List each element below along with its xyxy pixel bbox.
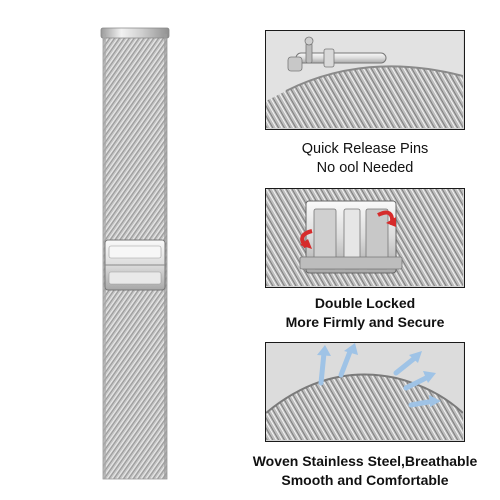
- caption-line: Smooth and Comfortable: [281, 472, 449, 488]
- caption-line: Double Locked: [314, 295, 416, 311]
- clasp-icon: [104, 239, 166, 291]
- caption-line: More Firmly and Secure: [285, 314, 445, 330]
- feature-panel-double-lock: [265, 188, 465, 288]
- feature-caption-quick-release: Quick Release Pins No ool Needed: [225, 140, 500, 178]
- lock-icon: [266, 189, 463, 286]
- feature-caption-double-lock: Double Locked More Firmly and Secure: [225, 294, 500, 332]
- red-arrow-right-icon: [377, 210, 396, 227]
- feature-caption-woven-mesh: Woven Stainless Steel,Breathable Smooth …: [225, 452, 500, 490]
- pin-icon: [266, 31, 463, 128]
- caption-line: Quick Release Pins: [301, 141, 429, 157]
- flex-arrows-icon: [266, 343, 463, 440]
- red-arrow-left-icon: [300, 229, 313, 249]
- caption-line: Woven Stainless Steel,Breathable: [252, 453, 478, 469]
- caption-line: No ool Needed: [316, 160, 414, 176]
- mesh-watch-band: [95, 14, 175, 484]
- feature-panel-woven-mesh: [265, 342, 465, 442]
- band-top-end: [100, 27, 170, 39]
- feature-panel-quick-release: [265, 30, 465, 130]
